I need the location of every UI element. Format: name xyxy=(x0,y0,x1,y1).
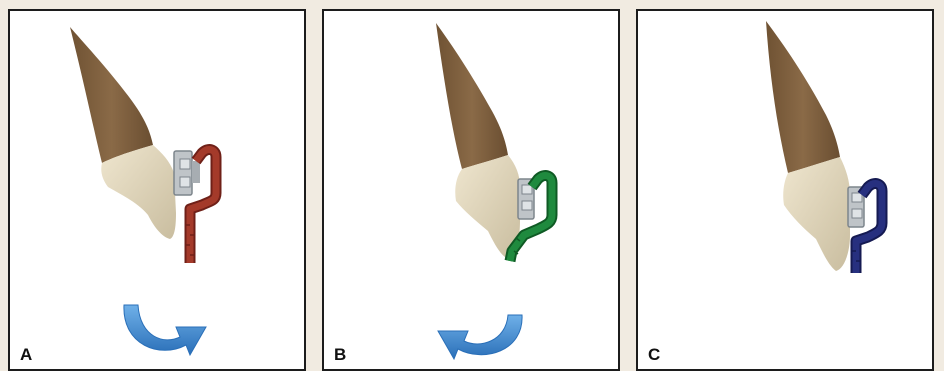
panel-label-c: C xyxy=(648,346,660,363)
panel-label-b: B xyxy=(334,346,346,363)
tooth-icon xyxy=(766,21,850,271)
panel-b-figure xyxy=(324,11,620,371)
tooth-icon xyxy=(70,27,176,239)
tooth-crown xyxy=(455,155,520,259)
panel-label-a: A xyxy=(20,346,32,363)
panel-c-figure xyxy=(638,11,934,371)
tooth-root xyxy=(436,23,508,169)
panel-a-figure xyxy=(10,11,306,371)
tooth-crown xyxy=(101,145,176,239)
rotation-arrow-icon xyxy=(438,315,522,359)
rotation-arrow-icon xyxy=(124,305,206,355)
panel-b: B xyxy=(322,9,620,371)
tooth-crown xyxy=(783,157,850,271)
tooth-root xyxy=(766,21,840,173)
tooth-icon xyxy=(436,23,520,259)
tooth-root xyxy=(70,27,153,163)
panel-c: C xyxy=(636,9,934,371)
panel-a: A xyxy=(8,9,306,371)
